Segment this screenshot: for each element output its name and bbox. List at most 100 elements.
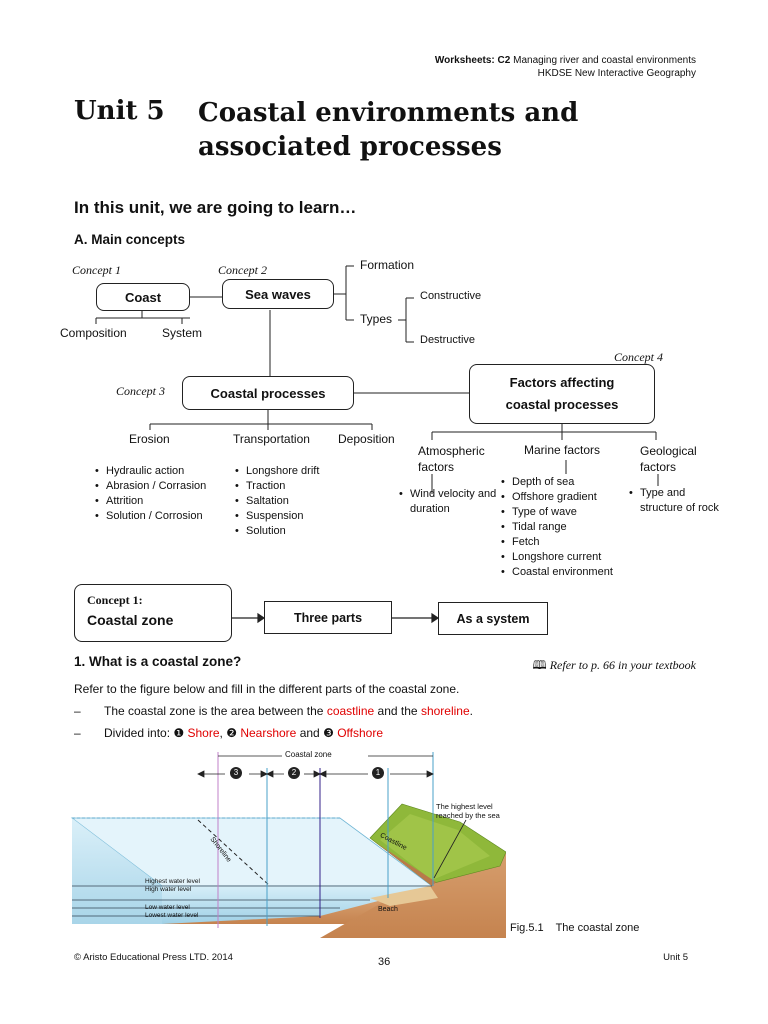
sep-1: , <box>219 726 223 740</box>
coast-box: Coast <box>96 283 190 311</box>
geological-label: Geological factors <box>640 444 697 474</box>
bullet2-pre: Divided into: <box>104 726 171 740</box>
types-label: Types <box>360 312 393 326</box>
deposition-label: Deposition <box>338 432 395 446</box>
header-code: C2 <box>497 55 511 66</box>
intro-heading: In this unit, we are going to learn… <box>74 198 357 217</box>
coastal-processes-box: Coastal processes <box>182 376 354 410</box>
geological-item: Type and structure of rock <box>629 486 730 516</box>
fig-high-water-label: High water level <box>145 886 192 893</box>
question1-heading: 1. What is a coastal zone? <box>74 654 242 669</box>
transport-item: Solution <box>235 524 319 539</box>
footer-page-number: 36 <box>378 956 391 968</box>
atmospheric-item: Wind velocity and duration <box>399 487 502 517</box>
atmospheric-list: Wind velocity and duration <box>396 487 502 517</box>
fig-lowest-water-label: Lowest water level <box>145 912 199 919</box>
coastal-zone-figure <box>70 752 506 938</box>
fig-beach-label: Beach <box>378 906 398 913</box>
atmospheric-label: Atmospheric factors <box>418 444 485 474</box>
transport-item: Suspension <box>235 509 319 524</box>
bullet2: –Divided into: ❶ Shore, ❷ Nearshore and … <box>74 726 383 740</box>
footer-copyright: © Aristo Educational Press LTD. 2014 <box>74 952 233 963</box>
num-2: ❷ <box>226 726 237 740</box>
header-label: Worksheets: <box>434 55 495 66</box>
marine-list: Depth of seaOffshore gradientType of wav… <box>498 475 613 580</box>
header-subtitle: HKDSE New Interactive Geography <box>537 68 696 79</box>
marine-item: Tidal range <box>501 520 613 535</box>
answer-offshore: Offshore <box>337 726 383 740</box>
book-icon: 🕮 <box>532 658 547 672</box>
constructive-label: Constructive <box>420 290 482 302</box>
composition-label: Composition <box>60 326 127 340</box>
concept3-label: Concept 3 <box>116 384 165 398</box>
factors-line2: coastal processes <box>505 397 619 412</box>
marine-item: Fetch <box>501 535 613 550</box>
concept1-box-title: Coastal zone <box>87 612 174 628</box>
system-label: System <box>162 326 203 340</box>
bullet1: –The coastal zone is the area between th… <box>74 704 473 718</box>
unit-title: Coastal environments and associated proc… <box>198 96 578 164</box>
erosion-list: Hydraulic actionAbrasion / CorrasionAttr… <box>92 464 206 524</box>
fig-low-water-label: Low water level <box>145 904 190 911</box>
marine-item: Type of wave <box>501 505 613 520</box>
marine-item: Offshore gradient <box>501 490 613 505</box>
caption-text: The coastal zone <box>555 922 640 934</box>
fig-highest-water-label: Highest water level <box>145 878 200 885</box>
erosion-label: Erosion <box>129 432 170 446</box>
marine-item: Depth of sea <box>501 475 613 490</box>
geological-list: Type and structure of rock <box>626 486 730 516</box>
textbook-ref: 🕮 Refer to p. 66 in your textbook <box>533 656 696 677</box>
formation-label: Formation <box>360 258 415 272</box>
transport-list: Longshore driftTractionSaltationSuspensi… <box>232 464 319 539</box>
marine-label: Marine factors <box>524 443 601 457</box>
fig-highest-level-label: The highest level reached by the sea <box>436 802 500 820</box>
factors-box: Factors affecting coastal processes <box>469 364 655 424</box>
running-header: Worksheets: C2 Managing river and coasta… <box>435 54 696 80</box>
unit-title-line1: Coastal environments and <box>198 98 579 128</box>
header-title: Managing river and coastal environments <box>513 55 696 66</box>
fig-marker-3: 3 <box>230 767 242 779</box>
bullet1-end: . <box>469 704 473 718</box>
bullet1-mid: and the <box>377 704 418 718</box>
erosion-item: Hydraulic action <box>95 464 206 479</box>
figure-caption: Fig.5.1 The coastal zone <box>510 922 639 934</box>
transport-item: Longshore drift <box>235 464 319 479</box>
bullet1-pre: The coastal zone is the area between the <box>104 704 324 718</box>
transport-item: Saltation <box>235 494 319 509</box>
unit-title-line2: associated processes <box>198 132 502 162</box>
answer-nearshore: Nearshore <box>240 726 297 740</box>
answer-shore: Shore <box>187 726 220 740</box>
instruction-text: Refer to the figure below and fill in th… <box>74 682 460 696</box>
sea-waves-box: Sea waves <box>222 279 334 309</box>
textbook-ref-text: Refer to p. 66 in your textbook <box>549 658 696 672</box>
and-word: and <box>299 726 320 740</box>
concept-map-lines <box>95 265 659 624</box>
three-parts-box: Three parts <box>264 601 392 634</box>
num-1: ❶ <box>173 726 185 740</box>
erosion-item: Abrasion / Corrasion <box>95 479 206 494</box>
marine-item: Coastal environment <box>501 565 613 580</box>
caption-number: Fig.5.1 <box>510 922 544 934</box>
transportation-label: Transportation <box>233 432 310 446</box>
erosion-item: Solution / Corrosion <box>95 509 206 524</box>
concept2-label: Concept 2 <box>218 263 267 277</box>
num-3: ❸ <box>323 726 334 740</box>
fig-coastal-zone-label: Coastal zone <box>282 750 335 759</box>
as-a-system-box: As a system <box>438 602 548 635</box>
erosion-item: Attrition <box>95 494 206 509</box>
fig-marker-2: 2 <box>288 767 300 779</box>
answer-coastline: coastline <box>326 704 375 718</box>
answer-shoreline: shoreline <box>420 704 470 718</box>
concept1-label: Concept 1 <box>72 263 121 277</box>
destructive-label: Destructive <box>420 334 476 346</box>
concept4-label: Concept 4 <box>614 350 663 364</box>
transport-item: Traction <box>235 479 319 494</box>
fig-marker-1: 1 <box>372 767 384 779</box>
concept1-box: Concept 1: Coastal zone <box>74 584 232 642</box>
unit-number: Unit 5 <box>74 96 165 126</box>
concept1-box-label: Concept 1: <box>87 593 143 607</box>
section-a-heading: A. Main concepts <box>74 232 186 247</box>
footer-unit: Unit 5 <box>663 952 688 963</box>
marine-item: Longshore current <box>501 550 613 565</box>
factors-line1: Factors affecting <box>509 375 615 390</box>
